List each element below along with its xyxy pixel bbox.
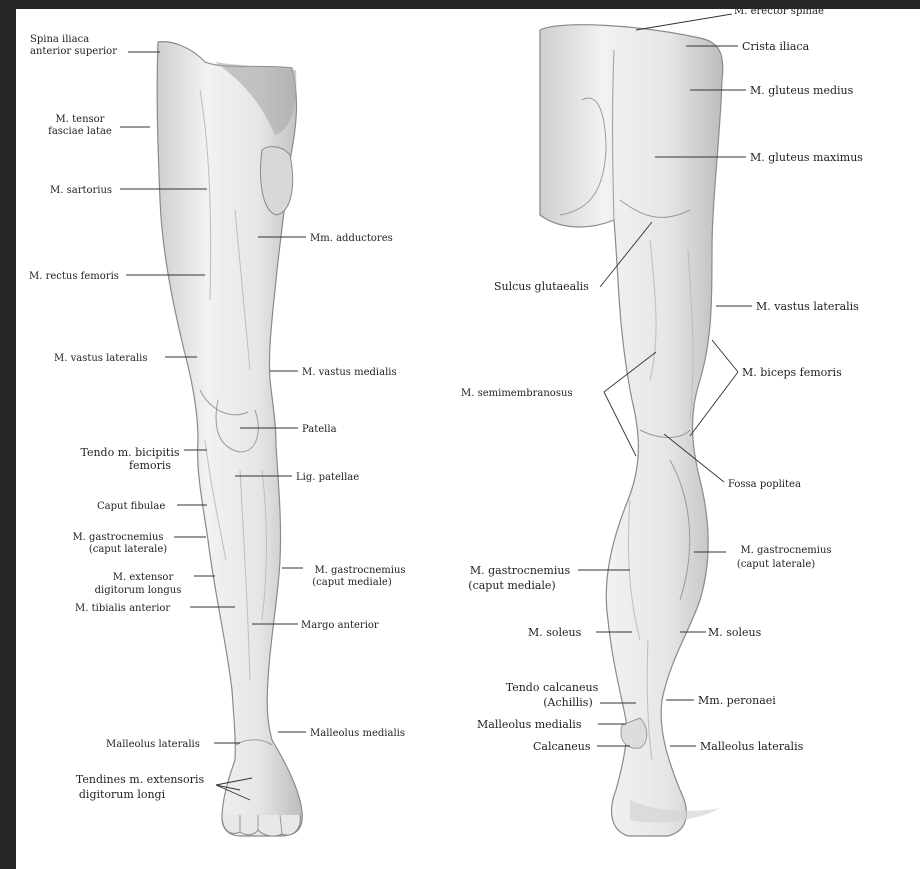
- label-soleus-left: M. soleus: [528, 626, 582, 639]
- label-crista-iliaca: Crista iliaca: [742, 40, 810, 53]
- label-tendo-calcaneus: Tendo calcaneus(Achillis): [506, 681, 599, 709]
- label-malleolus-medialis-back: Malleolus medialis: [477, 718, 582, 731]
- front-leg-drawing: [157, 42, 302, 836]
- label-tensor-fasciae: M. tensorfasciae latae: [48, 114, 112, 137]
- label-peronaei: Mm. peronaei: [698, 694, 776, 707]
- label-soleus-right: M. soleus: [708, 626, 762, 639]
- label-spina-iliaca: Spina iliacaanterior superior: [30, 34, 117, 57]
- label-margo-anterior: Margo anterior: [301, 620, 379, 631]
- back-leg-drawing: [540, 25, 723, 836]
- label-tendines-extensoris: Tendines m. extensorisdigitorum longi: [76, 773, 205, 801]
- label-malleolus-lateralis-back: Malleolus lateralis: [700, 740, 804, 753]
- label-fossa-poplitea: Fossa poplitea: [728, 479, 801, 490]
- label-biceps-femoris: M. biceps femoris: [742, 366, 842, 379]
- label-rectus-femoris: M. rectus femoris: [29, 271, 119, 282]
- label-adductores: Mm. adductores: [310, 233, 393, 244]
- label-gluteus-maximus: M. gluteus maximus: [750, 151, 863, 164]
- label-extensor-digitorum: M. extensordigitorum longus: [95, 572, 182, 596]
- label-gastrocnemius-med-front: M. gastrocnemius(caput mediale): [312, 565, 405, 588]
- label-patella: Patella: [302, 424, 337, 435]
- label-gluteus-medius: M. gluteus medius: [750, 84, 854, 97]
- label-vastus-lateralis-back: M. vastus lateralis: [756, 300, 859, 313]
- label-erector-spinae: M. erector spinae: [734, 6, 824, 17]
- label-sartorius: M. sartorius: [50, 185, 112, 196]
- label-gastrocnemius-lat-back: M. gastrocnemius(caput laterale): [737, 545, 832, 570]
- label-tendo-bicipitis: Tendo m. bicipitisfemoris: [80, 446, 179, 472]
- label-sulcus-glutaealis: Sulcus glutaealis: [494, 280, 589, 293]
- label-malleolus-medialis-front: Malleolus medialis: [310, 728, 405, 739]
- label-lig-patellae: Lig. patellae: [296, 472, 359, 483]
- label-vastus-medialis: M. vastus medialis: [302, 367, 397, 378]
- label-vastus-lateralis: M. vastus lateralis: [54, 353, 147, 364]
- label-caput-fibulae: Caput fibulae: [97, 501, 165, 512]
- label-gastrocnemius-lat-front: M. gastrocnemius(caput laterale): [72, 532, 167, 555]
- label-calcaneus: Calcaneus: [533, 740, 591, 753]
- label-gastrocnemius-med-back: M. gastrocnemius(caput mediale): [468, 564, 570, 592]
- label-malleolus-lateralis-front: Malleolus lateralis: [106, 739, 200, 750]
- label-tibialis-anterior: M. tibialis anterior: [75, 603, 170, 614]
- label-semimembranosus: M. semimembranosus: [461, 388, 573, 399]
